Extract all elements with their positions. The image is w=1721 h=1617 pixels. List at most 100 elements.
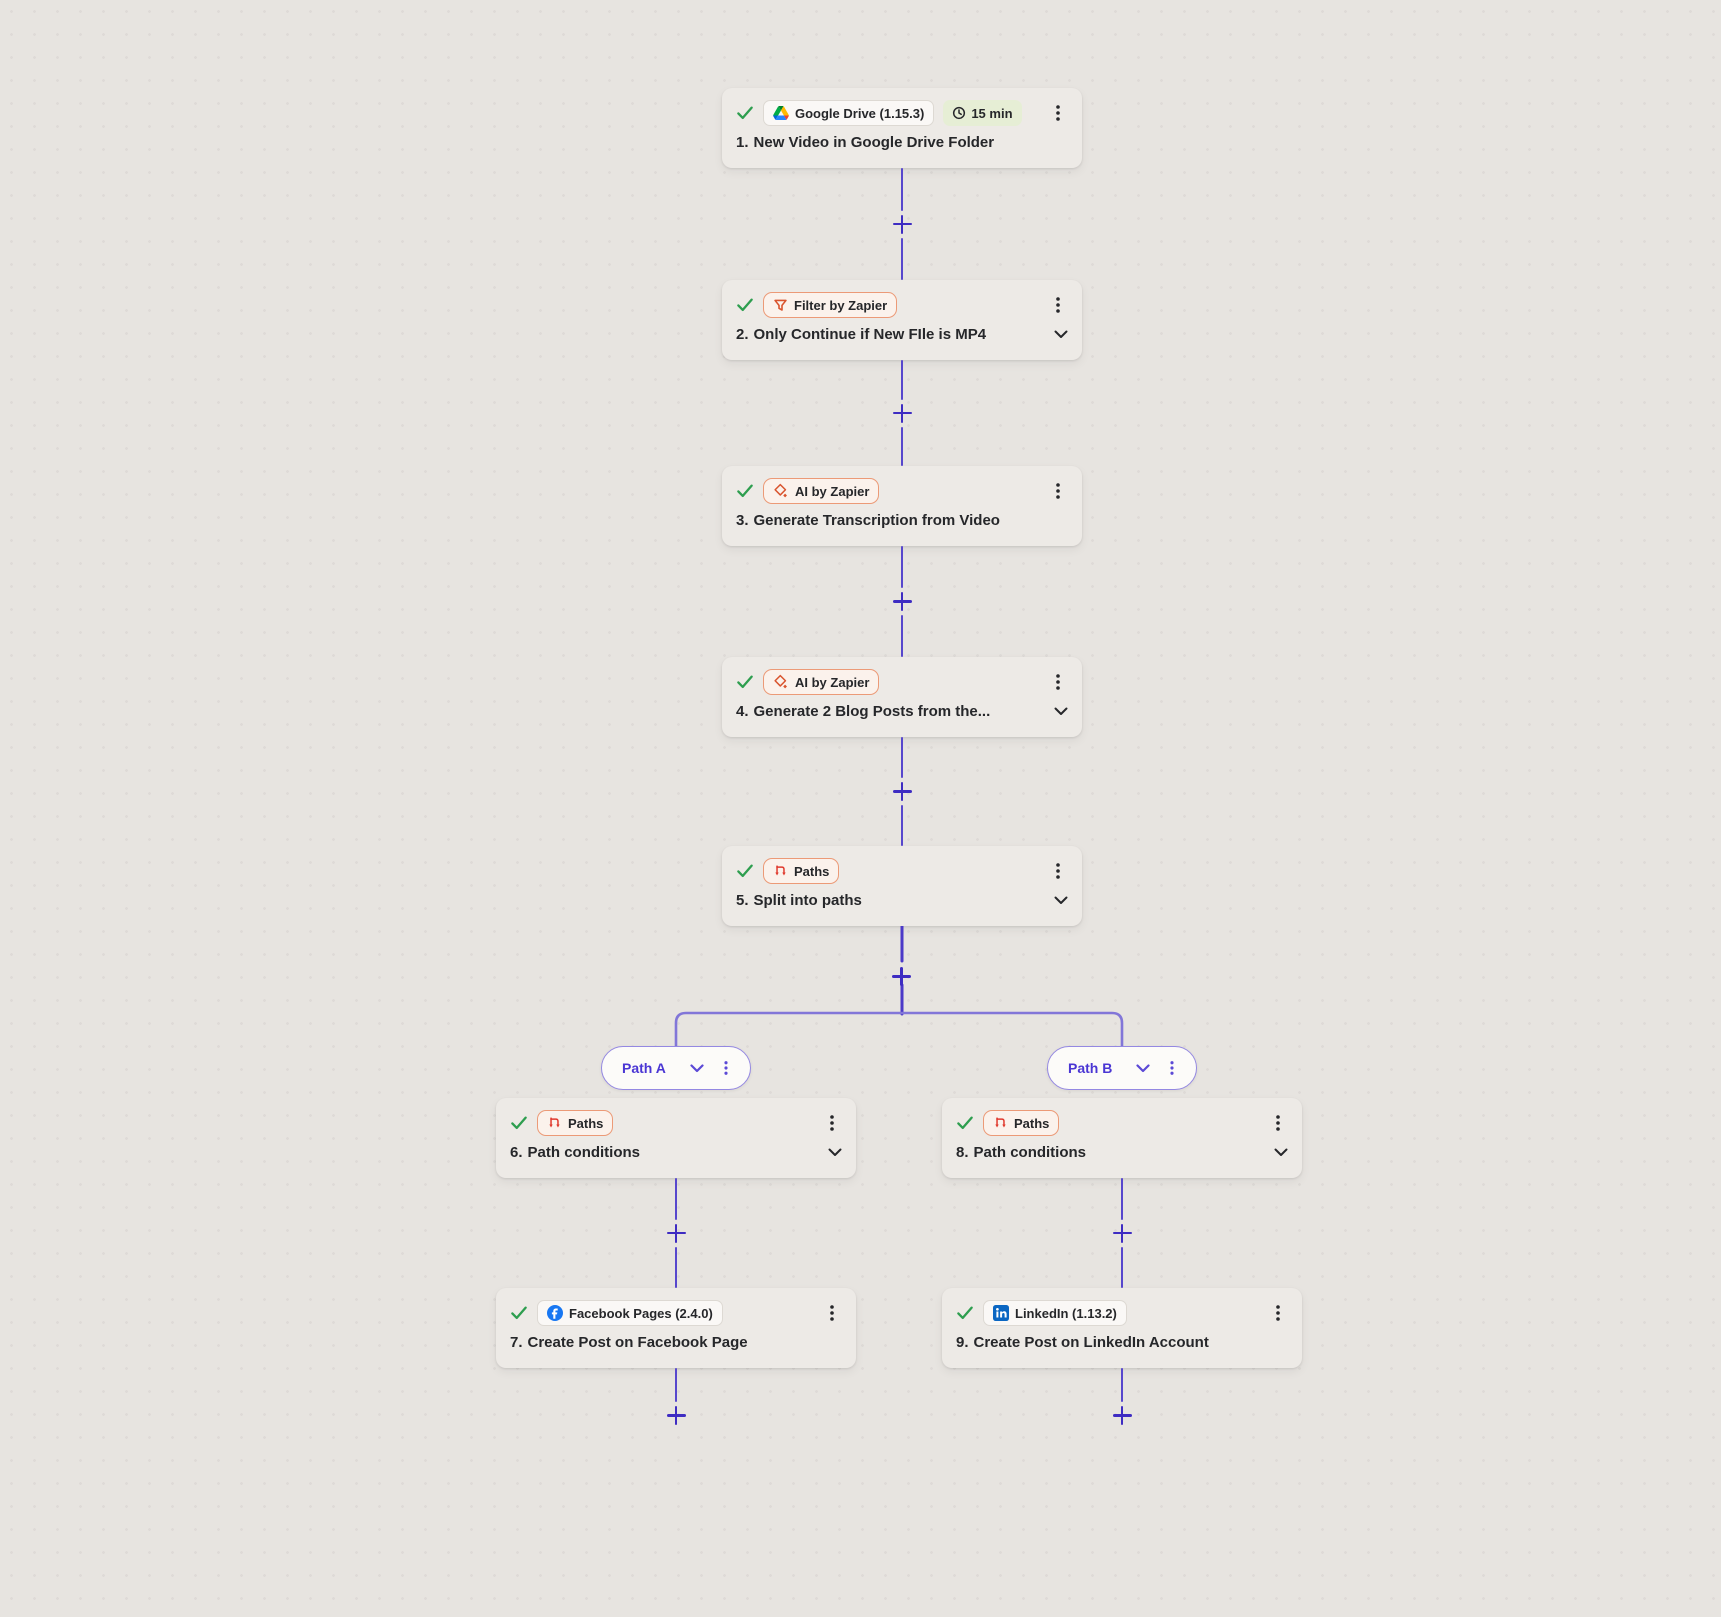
add-step-icon[interactable] [666,1223,686,1243]
connector-line [900,546,904,588]
clock-icon [953,106,966,120]
step-number: 9. [956,1334,969,1351]
chevron-down-icon[interactable] [828,1148,842,1157]
step-number: 7. [510,1334,523,1351]
add-step-icon[interactable] [892,592,912,611]
app-pill-label: Paths [794,863,830,879]
kebab-menu-icon[interactable] [1048,294,1068,316]
paths-split-icon [995,1116,1006,1128]
connector-line [1120,1178,1124,1220]
connector-line [900,168,904,211]
app-pill[interactable]: AI by Zapier [763,669,880,695]
kebab-menu-icon[interactable] [1048,671,1068,693]
add-step-icon[interactable] [1112,1223,1132,1243]
connector-line [900,237,904,280]
kebab-menu-icon[interactable] [1163,1057,1181,1079]
branch-split-lines [674,926,1124,1048]
app-pill[interactable]: LinkedIn (1.13.2) [983,1300,1127,1326]
path-label: Path B [1068,1060,1113,1076]
app-pill[interactable]: Paths [983,1110,1060,1136]
connector-terminal [1110,1368,1134,1428]
add-step-icon[interactable] [892,403,912,423]
app-pill-label: Paths [568,1115,604,1131]
chevron-down-icon[interactable] [690,1063,704,1073]
success-check-icon [957,1306,973,1320]
step-card-1[interactable]: Google Drive (1.15.3) 15 min 1. New Vide… [722,88,1082,168]
kebab-menu-icon[interactable] [822,1302,842,1324]
step-card-7[interactable]: Facebook Pages (2.4.0) 7. Create Post on… [496,1288,856,1368]
connector-line [900,426,904,466]
chevron-down-icon[interactable] [1136,1063,1150,1073]
facebook-icon [547,1305,563,1321]
ai-diamond-icon [774,674,787,689]
app-pill-label: AI by Zapier [795,483,870,499]
step-card-9[interactable]: LinkedIn (1.13.2) 9. Create Post on Link… [942,1288,1302,1368]
success-check-icon [957,1116,973,1130]
add-step-icon[interactable] [892,214,912,234]
google-drive-icon [773,106,789,120]
step-number: 5. [736,892,749,909]
step-card-5[interactable]: Paths 5. Split into paths [722,846,1082,926]
step-title: Generate 2 Blog Posts from the... [753,703,991,720]
connector [890,737,914,846]
ai-diamond-icon [774,483,787,498]
connector-line [674,1178,678,1220]
chevron-down-icon[interactable] [1054,707,1068,716]
app-pill[interactable]: Filter by Zapier [763,292,898,318]
chevron-down-icon[interactable] [1054,330,1068,339]
app-pill-label: AI by Zapier [795,674,870,690]
success-check-icon [737,675,753,689]
add-step-icon[interactable] [892,782,912,801]
success-check-icon [511,1116,527,1130]
connector-line [900,737,904,778]
step-number: 2. [736,326,749,343]
step-card-2[interactable]: Filter by Zapier 2. Only Continue if New… [722,280,1082,360]
chevron-down-icon[interactable] [1274,1148,1288,1157]
app-pill[interactable]: Facebook Pages (2.4.0) [537,1300,723,1326]
step-card-4[interactable]: AI by Zapier 4. Generate 2 Blog Posts fr… [722,657,1082,737]
success-check-icon [737,484,753,498]
step-number: 1. [736,134,749,151]
polling-interval-badge: 15 min [943,100,1022,126]
step-number: 6. [510,1144,523,1161]
kebab-menu-icon[interactable] [822,1112,842,1134]
success-check-icon [511,1306,527,1320]
kebab-menu-icon[interactable] [1048,860,1068,882]
step-card-6[interactable]: Paths 6. Path conditions [496,1098,856,1178]
step-title: Only Continue if New FIle is MP4 [753,326,987,343]
connector [890,546,914,657]
step-title: New Video in Google Drive Folder [753,134,995,151]
kebab-menu-icon[interactable] [1048,102,1068,124]
success-check-icon [737,298,753,312]
connector-line [674,1246,678,1288]
paths-split-icon [549,1116,560,1128]
app-pill[interactable]: Paths [763,858,840,884]
step-number: 8. [956,1144,969,1161]
step-title: Path conditions [973,1144,1087,1161]
connector-line [674,1368,678,1402]
path-label: Path A [622,1060,666,1076]
app-pill-label: Paths [1014,1115,1050,1131]
kebab-menu-icon[interactable] [1048,480,1068,502]
app-pill[interactable]: Google Drive (1.15.3) [763,100,935,126]
step-title: Split into paths [753,892,862,909]
step-card-3[interactable]: AI by Zapier 3. Generate Transcription f… [722,466,1082,546]
kebab-menu-icon[interactable] [717,1057,735,1079]
add-step-icon[interactable] [1112,1406,1132,1425]
chevron-down-icon[interactable] [1054,896,1068,905]
app-pill[interactable]: Paths [537,1110,614,1136]
app-pill[interactable]: AI by Zapier [763,478,880,504]
step-card-8[interactable]: Paths 8. Path conditions [942,1098,1302,1178]
app-pill-label: LinkedIn (1.13.2) [1015,1305,1117,1321]
kebab-menu-icon[interactable] [1268,1112,1288,1134]
add-step-icon[interactable] [892,967,911,986]
add-step-icon[interactable] [666,1406,686,1425]
connector [890,168,914,280]
step-title: Generate Transcription from Video [753,512,1000,529]
path-b-pill[interactable]: Path B [1047,1046,1197,1090]
app-pill-label: Google Drive (1.15.3) [795,105,925,121]
path-a-pill[interactable]: Path A [601,1046,751,1090]
kebab-menu-icon[interactable] [1268,1302,1288,1324]
connector [664,1178,688,1288]
